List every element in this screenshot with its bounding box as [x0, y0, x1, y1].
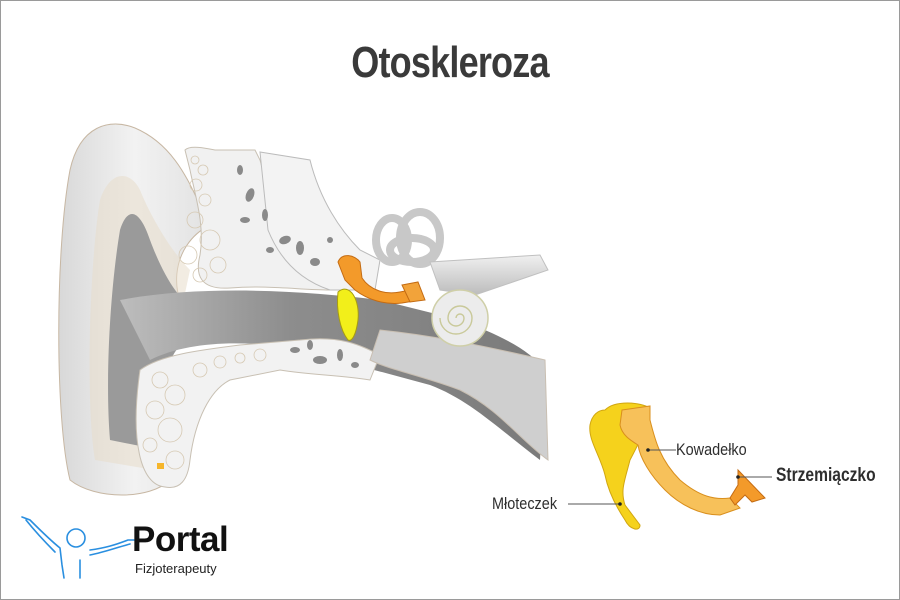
stapes-shape: [729, 468, 766, 506]
label-stapes: Strzemiączko: [776, 465, 876, 486]
ossicles-in-ear: [337, 255, 426, 304]
logo-subtitle: Fizjoterapeuty: [135, 561, 217, 576]
semicircular-canals: [372, 208, 444, 268]
label-malleus: Młoteczek: [492, 494, 558, 513]
cochlea: [431, 289, 489, 347]
small-marker: [157, 463, 164, 469]
label-incus: Kowadełko: [676, 440, 747, 459]
eardrum: [337, 288, 359, 341]
page-title: Otoskleroza: [351, 38, 549, 87]
person-arms-raised-icon: [21, 516, 135, 579]
cochlear-nerve: [429, 254, 549, 296]
ossicles-detail: [568, 402, 772, 530]
lower-temporal-bone: [135, 338, 381, 489]
incus-shape: [619, 405, 741, 516]
logo-name: Portal: [132, 520, 229, 559]
